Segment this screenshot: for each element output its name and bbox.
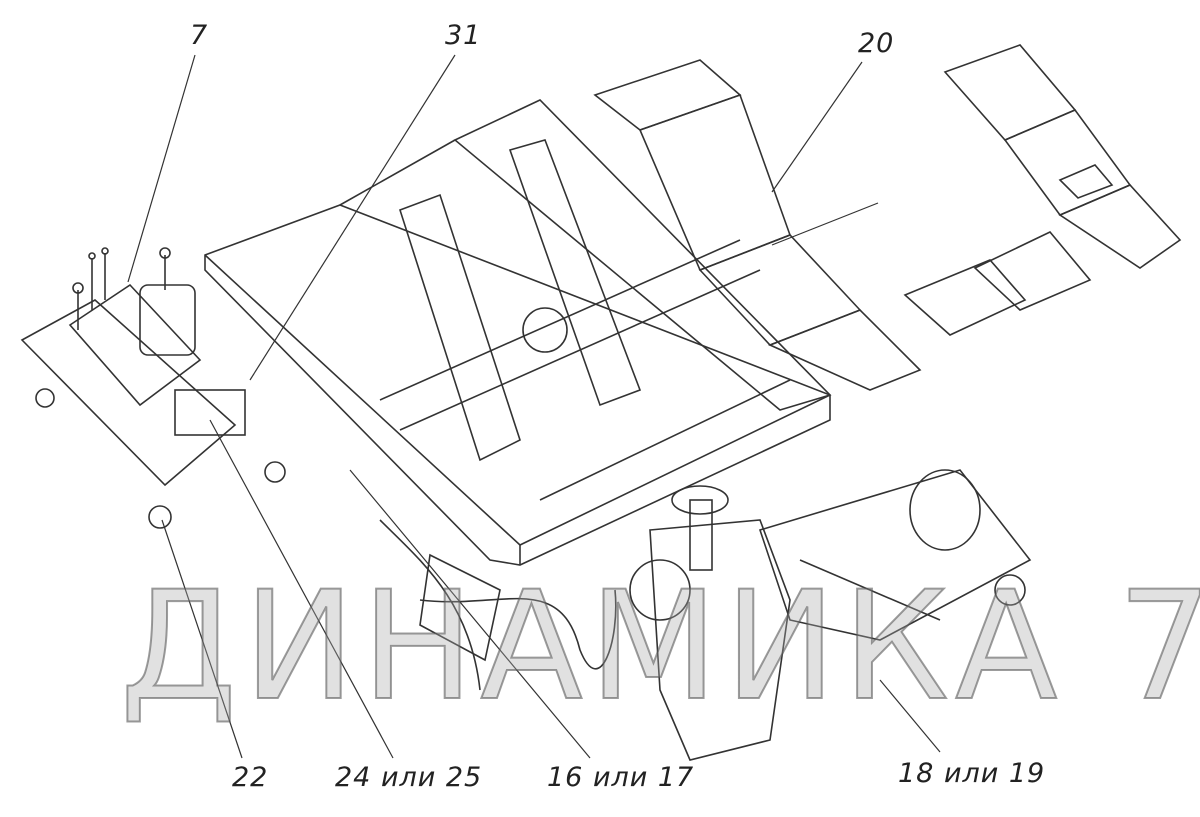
control-console	[20, 247, 286, 529]
callout-7: 7	[190, 20, 209, 51]
callout-24-or-25: 24 или 25	[335, 762, 483, 793]
oil-cooler-hoses	[379, 519, 617, 691]
callout-20: 20	[858, 28, 895, 59]
callout-31: 31	[445, 20, 482, 51]
callout-16-or-17: 16 или 17	[547, 762, 695, 793]
main-frame	[204, 99, 832, 566]
callout-18-or-19: 18 или 19	[898, 758, 1046, 789]
engine-assembly	[629, 469, 1032, 761]
callout-22: 22	[232, 762, 269, 793]
floor-panels	[593, 44, 1182, 391]
watermark: ДИНАМИКА 76	[119, 559, 1200, 735]
leader-lines	[127, 54, 941, 759]
